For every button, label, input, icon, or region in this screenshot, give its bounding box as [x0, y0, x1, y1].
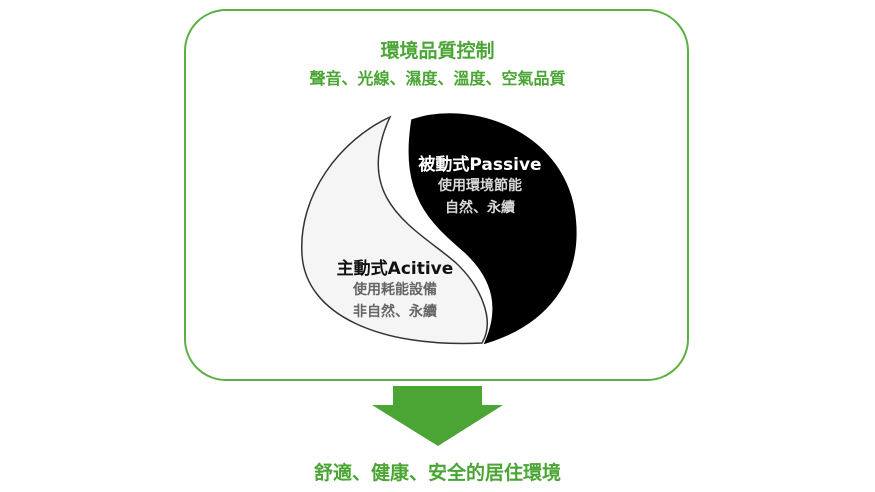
result-text: 舒適、健康、安全的居住環境 [313, 462, 561, 484]
passive-heading: 被動式Passive [418, 155, 542, 175]
active-label: 主動式Acitive 使用耗能設備 非自然、永續 [325, 254, 465, 323]
active-heading: 主動式Acitive [336, 259, 454, 279]
active-line2: 非自然、永續 [353, 304, 437, 320]
passive-line1: 使用環境節能 [438, 178, 522, 194]
frame-title: 環境品質控制 [380, 40, 495, 62]
frame-subtitle: 聲音、光線、濕度、溫度、空氣品質 [309, 69, 566, 88]
passive-black-shape [408, 113, 577, 345]
active-white-shape [301, 115, 488, 345]
passive-line2: 自然、永續 [445, 200, 515, 216]
down-arrow-icon [372, 386, 503, 446]
environment-control-frame [184, 9, 689, 381]
active-line1: 使用耗能設備 [353, 282, 437, 298]
passive-label: 被動式Passive 使用環境節能 自然、永續 [405, 150, 555, 219]
